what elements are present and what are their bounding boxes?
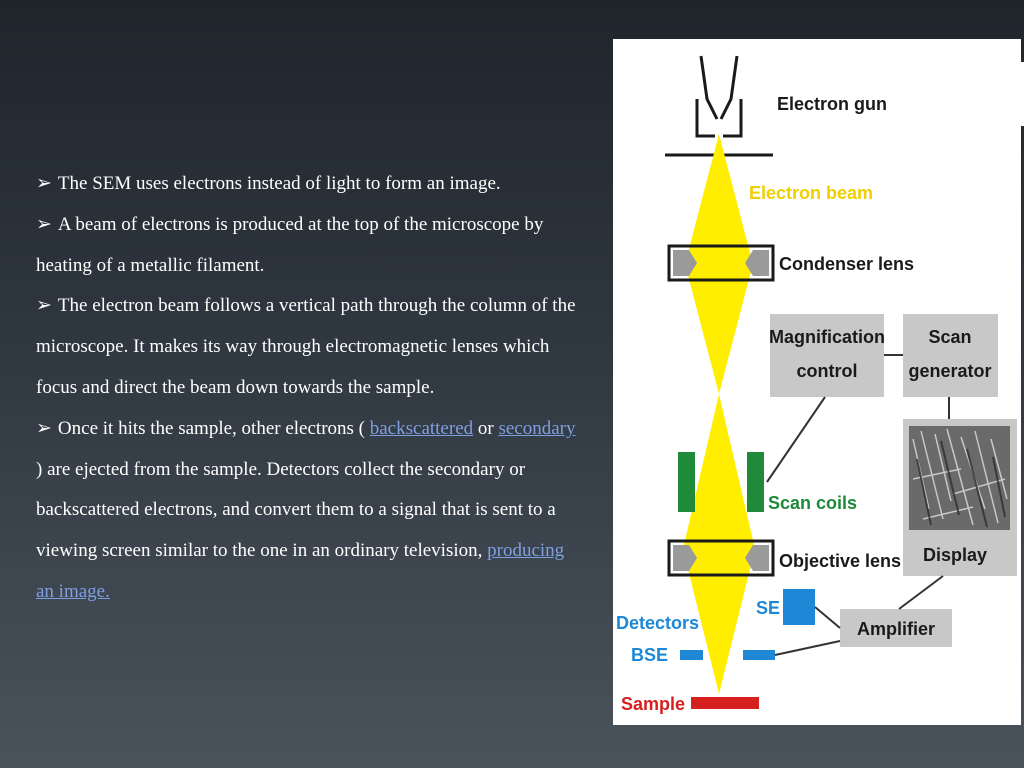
scan-coil-right [747,452,764,512]
bullet-arrow-icon: ➢ [36,417,52,439]
electron-beam-lower [683,394,755,694]
objective-lens-label: Objective lens [779,551,901,571]
condenser-lens-icon [667,244,775,282]
objective-lens-icon [667,539,775,577]
scan-generator-label-line1: Scan [928,327,971,347]
sample-stage [691,697,759,709]
electron-beam-upper [685,134,753,394]
se-detector [783,589,815,625]
electron-beam-label: Electron beam [749,183,873,203]
se-label: SE [756,598,780,618]
display-label: Display [923,545,987,565]
bullet-arrow-icon: ➢ [36,213,52,235]
bullet-paragraph-2: ➢A beam of electrons is produced at the … [36,205,576,287]
amplifier-box [840,609,952,647]
sem-diagram: Electron gun Electron beam Condenser len… [613,39,1021,725]
paragraph-3-text: The electron beam follows a vertical pat… [36,295,576,398]
electron-gun-icon [665,55,773,157]
bullet-arrow-icon: ➢ [36,295,52,317]
scan-generator-box [903,314,998,397]
scan-coil-left [678,452,695,512]
paragraph-4-text-before: Once it hits the sample, other electrons… [57,417,370,439]
paragraph-1-text: The SEM uses electrons instead of light … [57,173,501,194]
condenser-lens-label: Condenser lens [779,254,914,274]
electron-gun-label: Electron gun [777,94,887,114]
magnification-label-line1: Magnification [769,327,885,347]
paragraph-2-text: A beam of electrons is produced at the t… [36,213,544,276]
amplifier-label: Amplifier [857,619,935,639]
bullet-arrow-icon: ➢ [36,173,52,194]
producing-an-image-link[interactable]: producing an image. [36,540,565,602]
connector-lines [766,354,950,656]
bullet-paragraph-4: ➢Once it hits the sample, other electron… [36,409,576,613]
bse-label: BSE [631,645,668,665]
backscattered-link[interactable]: backscattered [369,417,474,439]
slide-text: ➢The SEM uses electrons instead of light… [36,164,576,613]
paragraph-4-text-after: ) are ejected from the sample. Detectors… [36,458,556,562]
detectors-label: Detectors [616,613,699,633]
sem-diagram-svg: Electron gun Electron beam Condenser len… [616,55,1017,714]
scan-generator-label-line2: generator [908,361,991,381]
slide-edge-strip [1019,62,1024,126]
paragraph-4-text-mid: or [473,417,499,439]
sample-label: Sample [621,694,685,714]
display-box [903,419,1017,576]
bullet-paragraph-3: ➢The electron beam follows a vertical pa… [36,286,576,408]
scan-coils-label: Scan coils [768,493,857,513]
magnification-label-line2: control [797,361,858,381]
bse-detector-right [743,650,775,660]
magnification-control-box [770,314,884,397]
secondary-link[interactable]: secondary [498,417,576,439]
bullet-paragraph-1: ➢The SEM uses electrons instead of light… [36,164,576,205]
bse-detector-left [680,650,703,660]
